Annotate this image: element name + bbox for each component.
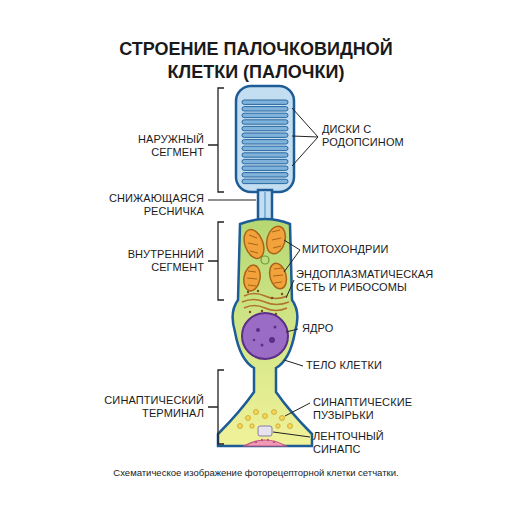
- disc: [242, 107, 288, 111]
- disc: [242, 159, 288, 163]
- ribbon-synapse-base: [244, 440, 286, 446]
- chromatin: [253, 326, 277, 347]
- disc: [242, 113, 288, 117]
- part-label: ВНУТРЕННИЙ СЕГМЕНТ: [104, 248, 204, 273]
- segment-brackets: [208, 88, 224, 444]
- disc: [242, 100, 288, 104]
- title: СТРОЕНИЕ ПАЛОЧКОВИДНОЙ КЛЕТКИ (ПАЛОЧКИ): [96, 38, 416, 83]
- synaptic-ribbon: [258, 426, 272, 436]
- disc: [242, 153, 288, 157]
- part-label: ДИСКИ С РОДОПСИНОМ: [322, 123, 412, 148]
- vesicle-small: [261, 256, 269, 264]
- part-label: СИНАПТИЧЕСКИЕ ПУЗЫРЬКИ: [313, 396, 423, 421]
- part-label: МИТОХОНДРИИ: [302, 243, 412, 256]
- disc: [242, 146, 288, 150]
- cell-body-outline: [218, 219, 312, 446]
- part-label: ЯДРО: [302, 322, 382, 335]
- part-label: ЛЕНТОЧНЫЙ СИНАПС: [313, 430, 408, 455]
- endoplasmic-reticulum: [242, 294, 289, 311]
- part-label: СНИЖАЮЩАЯСЯ РЕСНИЧКА: [84, 192, 204, 217]
- ribbon-dots: [255, 439, 275, 443]
- part-label: ТЕЛО КЛЕТКИ: [306, 359, 426, 372]
- rhodopsin-discs: [242, 100, 288, 184]
- mitochondria-cristae: [247, 230, 283, 286]
- disc: [242, 133, 288, 137]
- disc: [242, 179, 288, 183]
- disc: [242, 120, 288, 124]
- part-label: СИНАПТИЧЕСКИЙ ТЕРМИНАЛ: [84, 394, 204, 419]
- nucleus: [242, 313, 288, 359]
- mitochondria: [240, 224, 289, 292]
- ribosomes: [247, 290, 283, 315]
- disc: [242, 166, 288, 170]
- disc: [242, 126, 288, 130]
- disc: [242, 140, 288, 144]
- disc: [242, 173, 288, 177]
- part-label: НАРУЖНЫЙ СЕГМЕНТ: [112, 133, 204, 158]
- caption: Схематическое изображение фоторецепторно…: [40, 468, 472, 479]
- outer-segment: [236, 86, 294, 192]
- part-label: ЭНДОПЛАЗМАТИЧЕСКАЯ СЕТЬ И РИБОСОМЫ: [296, 268, 446, 293]
- cilium-axoneme: [264, 192, 266, 222]
